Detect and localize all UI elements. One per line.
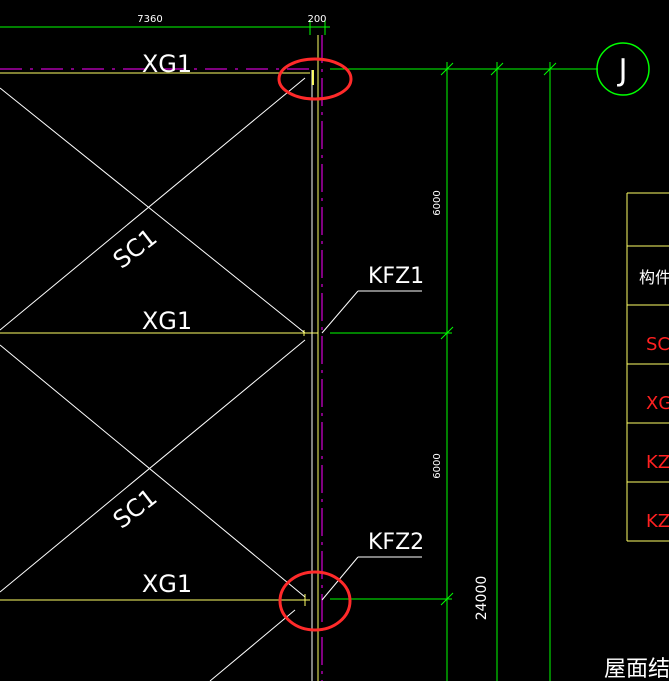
svg-text:I: I bbox=[310, 66, 316, 90]
kfz2-leader: KFZ2 bbox=[321, 530, 424, 601]
top-dimension: 7360 200 bbox=[0, 14, 330, 35]
brace-lower bbox=[0, 339, 306, 681]
total-dimension: 24000 bbox=[474, 576, 490, 621]
table-row-2: XG1 bbox=[646, 393, 669, 414]
table-row-1: SC1 bbox=[646, 334, 669, 355]
footer-note: 屋面结构 bbox=[604, 657, 669, 681]
column-marker-mid bbox=[303, 330, 318, 336]
brace-upper bbox=[0, 77, 306, 334]
member-table bbox=[626, 192, 669, 542]
table-row-4: KZ bbox=[646, 511, 669, 532]
highlight-ellipse-top bbox=[277, 57, 353, 101]
table-row-3: KZ bbox=[646, 452, 669, 473]
sc-upper-label: SC1 bbox=[108, 223, 162, 274]
highlight-ellipse-bottom bbox=[278, 570, 352, 632]
grid-line-j bbox=[0, 68, 598, 74]
sc-lower-label: SC1 bbox=[108, 483, 162, 534]
axis-bubble-j: J bbox=[596, 42, 650, 96]
column-marker-top: I bbox=[310, 66, 316, 90]
axis-bubble-label: J bbox=[617, 53, 628, 88]
top-span-label: 7360 bbox=[137, 14, 162, 25]
kfz2-label: KFZ2 bbox=[368, 530, 424, 555]
kfz1-leader: KFZ1 bbox=[321, 264, 424, 334]
xg-bottom-label: XG1 bbox=[142, 570, 192, 598]
xg-top-label: XG1 bbox=[142, 50, 192, 78]
bay1-dimension: 6000 bbox=[432, 190, 443, 215]
vertical-axis-line bbox=[311, 35, 323, 681]
xg-bottom-line bbox=[0, 598, 452, 601]
xg-mid-label: XG1 bbox=[142, 307, 192, 335]
bay2-dimension: 6000 bbox=[432, 453, 443, 478]
top-small-label: 200 bbox=[307, 14, 326, 25]
table-header: 构件号 bbox=[639, 268, 669, 287]
kfz1-label: KFZ1 bbox=[368, 264, 424, 289]
right-dimension-lines bbox=[440, 62, 557, 681]
